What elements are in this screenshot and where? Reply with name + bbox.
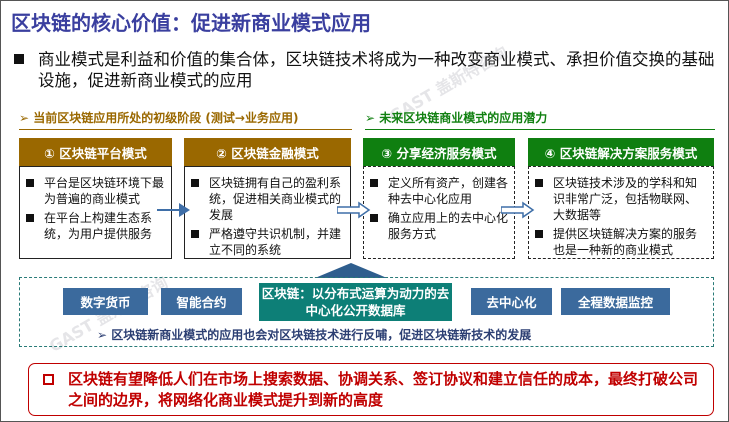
arrow-up-icon	[315, 263, 387, 278]
arrow-right-icon	[157, 203, 190, 217]
list-item: 区块链拥有自己的盈利系统，促进相关商业模式的发展	[189, 175, 344, 223]
page-title: 区块链的核心价值：促进新商业模式应用	[11, 11, 371, 35]
model-4-body: 区块链技术涉及的学科和知识非常广泛，包括物联网、大数据等 提供区块链解决方案的服…	[528, 166, 714, 259]
intro-bullet: 商业模式是利益和价值的集合体，区块链技术将成为一种改变商业模式、承担价值交换的基…	[11, 49, 723, 91]
list-item: 在平台上构建生态系统，为用户提供服务	[24, 210, 165, 242]
model-1-header: ① 区块链平台模式	[19, 138, 172, 166]
model-2-body: 区块链拥有自己的盈利系统，促进相关商业模式的发展 严格遵守共识机制，并建立不同的…	[184, 166, 351, 259]
conclusion-box: 区块链有望降低人们在市场上搜索数据、协调关系、签订协议和建立信任的成本，最终打破…	[28, 363, 714, 416]
arrow-right-icon	[501, 201, 535, 219]
model-3-body: 定义所有资产，创建各种去中心化应用 确立应用上的去中心化服务方式	[363, 166, 515, 259]
list-item: 严格遵守共识机制，并建立不同的系统	[189, 226, 344, 258]
section-future: ➢ 未来区块链商业模式的应用潜力	[365, 109, 715, 130]
list-item: 定义所有资产，创建各种去中心化应用	[368, 175, 508, 207]
foundation-note: ➢ 区块链新商业模式的应用也会对区块链技术进行反哺，促进区块链新技术的发展	[97, 328, 532, 342]
conclusion-text: 区块链有望降低人们在市场上搜索数据、协调关系、签订协议和建立信任的成本，最终打破…	[68, 370, 699, 409]
hollow-square-icon	[43, 374, 54, 385]
list-item: 平台是区块链环境下最为普遍的商业模式	[24, 175, 165, 207]
section-current: ➢ 当前区块链应用所处的初级阶段 (测试→业务应用)	[19, 109, 352, 130]
list-item: 提供区块链解决方案的服务也是一种新的商业模式	[533, 226, 707, 258]
model-2-header: ② 区块链金融模式	[184, 138, 351, 166]
list-item: 确立应用上的去中心化服务方式	[368, 210, 508, 242]
model-3-header: ③ 分享经济服务模式	[363, 138, 515, 166]
intro-text: 商业模式是利益和价值的集合体，区块链技术将成为一种改变商业模式、承担价值交换的基…	[38, 50, 715, 90]
list-item: 区块链技术涉及的学科和知识非常广泛，包括物联网、大数据等	[533, 175, 707, 223]
arrow-right-icon	[337, 201, 371, 219]
model-4-header: ④ 区块链解决方案服务模式	[528, 138, 714, 166]
pill-data-monitoring: 全程数据监控	[561, 288, 670, 315]
pill-digital-currency: 数字货币	[63, 288, 148, 315]
pill-decentralization: 去中心化	[471, 288, 552, 315]
foundation-box	[19, 277, 714, 347]
model-1-body: 平台是区块链环境下最为普遍的商业模式 在平台上构建生态系统，为用户提供服务	[19, 166, 172, 259]
blockchain-core: 区块链：以分布式运算为动力的去中心化公开数据库	[259, 283, 452, 321]
bullet-icon	[14, 54, 24, 64]
pill-smart-contract: 智能合约	[161, 288, 242, 315]
